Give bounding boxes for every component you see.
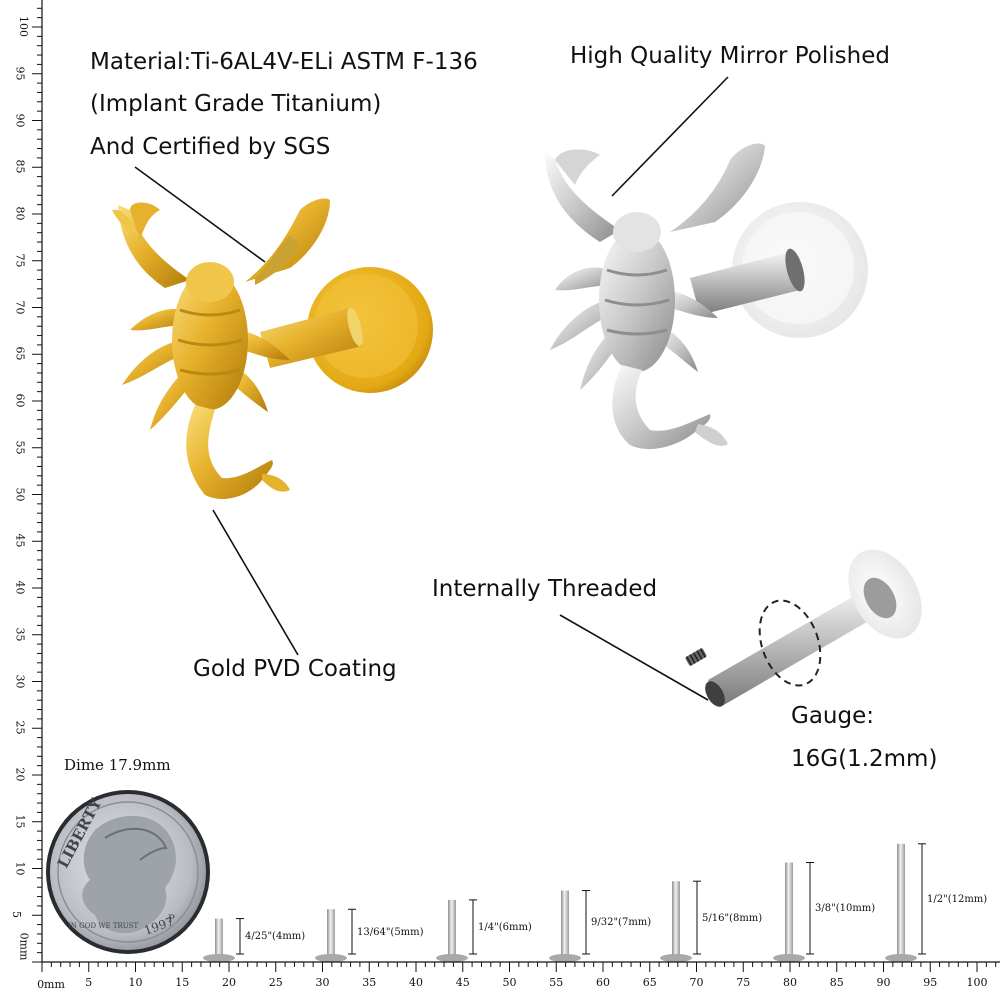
pin-disc (773, 954, 805, 962)
pin-shaft (785, 862, 793, 956)
ruler-x-tick-label: 85 (829, 976, 844, 989)
ruler-x-tick-label: 15 (175, 976, 190, 989)
threaded-screw (685, 648, 707, 666)
ruler-y-tick-label: 95 (13, 66, 27, 81)
ruler-x-tick-label: 50 (502, 976, 517, 989)
ruler-y-tick-label: 75 (13, 253, 27, 268)
ruler-y-tick-label: 35 (13, 627, 27, 642)
size-pin-4 (549, 890, 590, 962)
size-pin-6 (773, 862, 814, 962)
ruler-x-tick-label: 10 (128, 976, 143, 989)
ruler-y-tick-label: 10 (13, 861, 27, 875)
ruler-x-tick-label: 80 (783, 976, 797, 989)
pin-shaft (897, 843, 905, 956)
ruler-x-tick-label: 20 (222, 976, 236, 989)
size-label-5: 5/16"(8mm) (702, 912, 763, 924)
ruler-x-tick-label: 25 (268, 976, 283, 989)
pin-disc (315, 954, 347, 962)
gold-scorpion-image (112, 198, 433, 500)
ruler-x-tick-label: 40 (409, 976, 423, 989)
gold-coating-label: Gold PVD Coating (193, 656, 397, 682)
callout-line-material (134, 166, 266, 263)
ruler-y-tick-label: 45 (13, 533, 27, 548)
size-label-2: 13/64"(5mm) (357, 926, 424, 938)
ruler-y-tick-label: 100 (17, 16, 30, 37)
callout-line-polished (611, 76, 729, 197)
ruler-x-tick-label: 100 (966, 976, 988, 989)
ruler-y-tick-label: 80 (13, 206, 27, 221)
pin-shaft (561, 890, 569, 956)
callout-line-gold (212, 509, 299, 656)
ruler-y-unit-label: 0mm (17, 932, 31, 961)
size-label-6: 3/8"(10mm) (815, 903, 876, 915)
ruler (32, 0, 1000, 972)
pin-shaft (215, 918, 223, 956)
material-label-line1: Material:Ti-6AL4V-ELi ASTM F-136 (90, 49, 478, 75)
ruler-x-tick-label: 5 (85, 976, 93, 989)
dime-mint-mark: P (168, 914, 175, 925)
pin-disc (885, 954, 917, 962)
silver-post (690, 252, 800, 315)
pin-shaft (672, 881, 680, 956)
ruler-y-tick-label: 50 (13, 487, 27, 501)
ruler-y-tick-label: 85 (13, 159, 27, 174)
ruler-y-tick-label: 30 (13, 674, 27, 688)
pin-disc (436, 954, 468, 962)
ruler-x-tick-label: 30 (315, 976, 330, 989)
ruler-y-tick-label: 40 (13, 580, 27, 595)
callout-line-threaded (559, 614, 709, 701)
size-label-1: 4/25"(4mm) (245, 931, 306, 943)
internally-threaded-label: Internally Threaded (432, 576, 658, 602)
pin-shaft (448, 899, 456, 956)
ruler-y-tick-label: 65 (13, 346, 27, 361)
dime-coin-image: LIBERTY IN GOD WE TRUST 1997 P (46, 790, 210, 954)
ruler-y-tick-label: 20 (13, 767, 27, 782)
ruler-y-tick-label: 15 (13, 814, 27, 829)
ruler-y-tick-label: 25 (13, 720, 27, 735)
ruler-y-tick-label: 90 (13, 113, 27, 127)
ruler-x-tick-label: 60 (596, 976, 610, 989)
ruler-y-tick-label: 60 (13, 393, 27, 408)
labret-pin-image (685, 549, 922, 707)
pin-disc (660, 954, 692, 962)
material-label-line3: And Certified by SGS (90, 134, 331, 160)
size-label-7: 1/2"(12mm) (927, 893, 988, 905)
size-pin-3 (436, 899, 477, 962)
size-chart (203, 843, 926, 962)
dime-size-label: Dime 17.9mm (64, 756, 171, 774)
ruler-y-tick-label: 5 (10, 911, 23, 919)
ruler-x-tick-label: 70 (689, 976, 704, 989)
gold-post (260, 308, 362, 368)
gauge-label-line2: 16G(1.2mm) (791, 746, 938, 772)
ruler-y-tick-label: 55 (13, 440, 27, 455)
pin-disc (203, 954, 235, 962)
gauge-label-line1: Gauge: (791, 703, 874, 729)
material-label-line2: (Implant Grade Titanium) (90, 91, 382, 117)
size-label-4: 9/32"(7mm) (591, 917, 652, 929)
thread-highlight-dashed (758, 599, 822, 687)
ruler-x-tick-label: 35 (362, 976, 377, 989)
ruler-x-tick-label: 45 (455, 976, 470, 989)
pin-disc (549, 954, 581, 962)
pin-shaft (327, 909, 335, 956)
size-label-3: 1/4"(6mm) (478, 921, 532, 933)
silver-scorpion-image (545, 143, 868, 450)
ruler-x-tick-label: 90 (876, 976, 891, 989)
ruler-x-unit-label: 0mm (37, 978, 65, 991)
polished-label: High Quality Mirror Polished (570, 43, 890, 69)
size-pin-1 (203, 918, 244, 962)
dime-motto-text: IN GOD WE TRUST (68, 922, 138, 930)
ruler-y-tick-label: 70 (13, 300, 27, 314)
size-pin-7 (885, 843, 926, 962)
ruler-x-tick-label: 95 (923, 976, 938, 989)
ruler-x-tick-label: 75 (736, 976, 751, 989)
ruler-x-tick-label: 55 (549, 976, 564, 989)
size-pin-5 (660, 880, 701, 962)
size-pin-2 (315, 908, 356, 962)
ruler-x-tick-label: 65 (642, 976, 657, 989)
